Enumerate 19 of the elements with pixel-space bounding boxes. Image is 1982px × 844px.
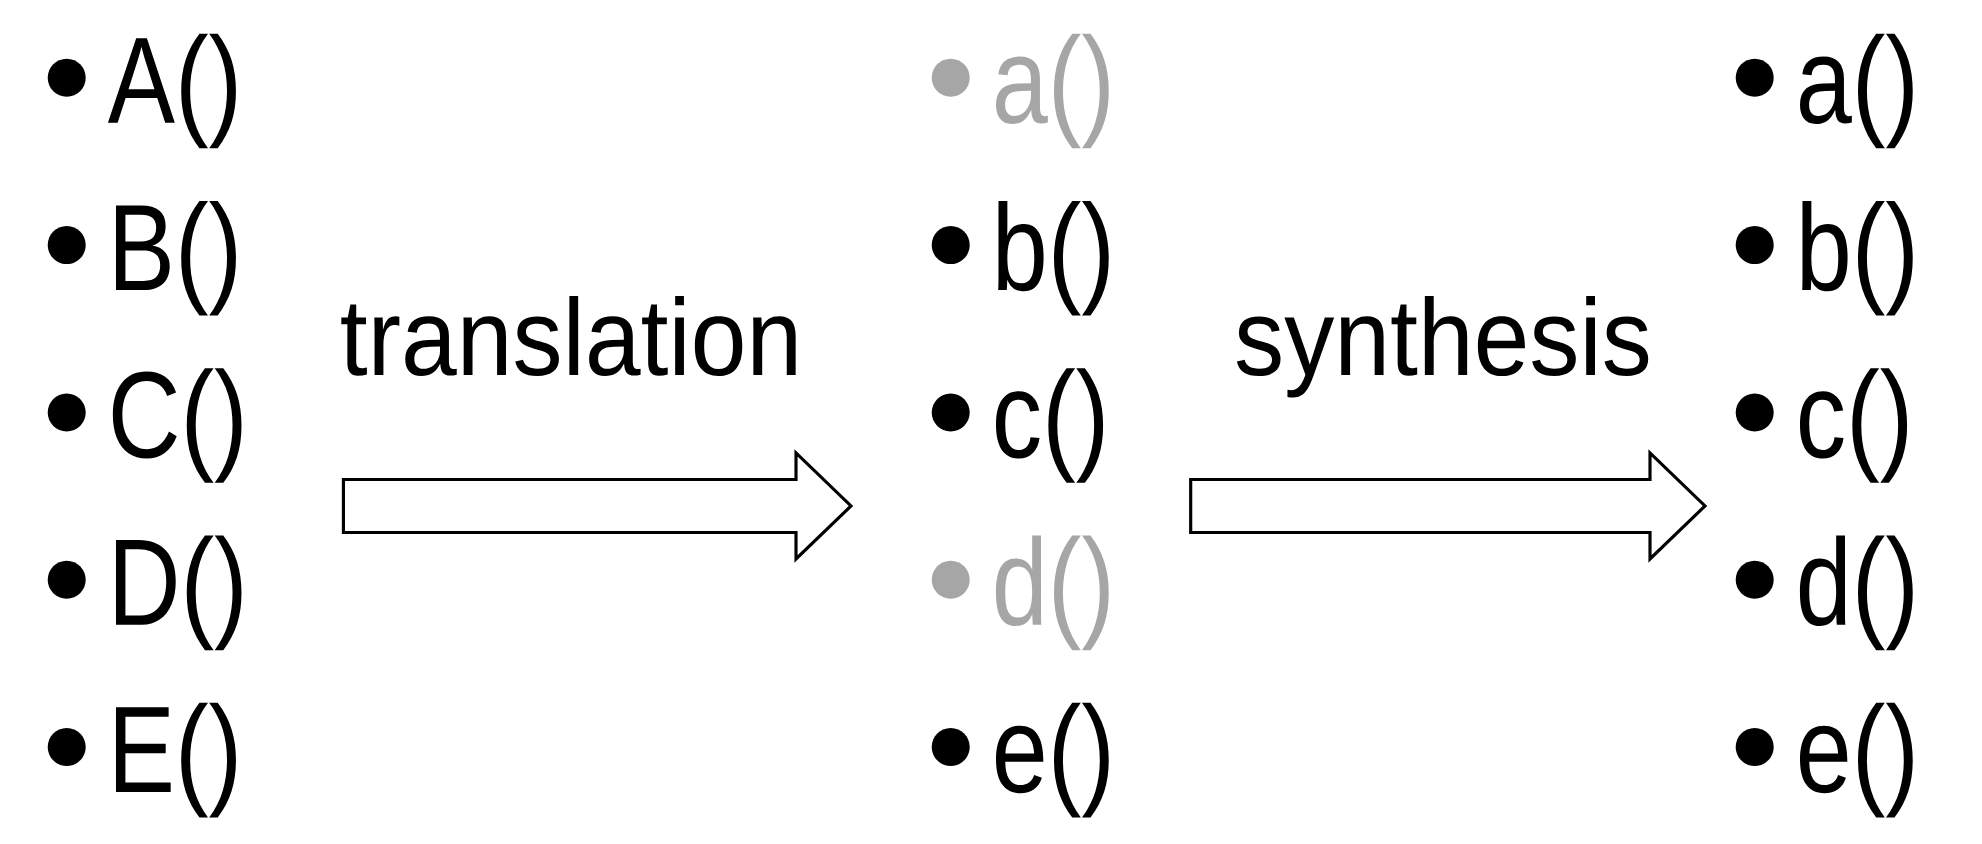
list-item: d() bbox=[1735, 535, 1913, 651]
list-item: b() bbox=[931, 201, 1109, 316]
edge-label: synthesis bbox=[1236, 296, 1649, 398]
list-item: b() bbox=[1735, 201, 1913, 316]
list-item: e() bbox=[931, 702, 1109, 818]
list-item: C() bbox=[47, 368, 242, 483]
list-item: D() bbox=[47, 535, 242, 651]
edge-label: translation bbox=[341, 296, 796, 377]
list-item: e() bbox=[1735, 702, 1913, 818]
list-item: c() bbox=[1735, 368, 1908, 483]
list-item: B() bbox=[47, 201, 236, 316]
list-item: A() bbox=[47, 33, 236, 149]
block-arrow bbox=[1189, 449, 1708, 563]
list-item: d() bbox=[931, 535, 1109, 651]
block-arrow bbox=[341, 449, 854, 563]
list-item: a() bbox=[1735, 33, 1913, 149]
list-item: E() bbox=[47, 702, 236, 818]
list-item: a() bbox=[931, 33, 1109, 149]
list-item: c() bbox=[931, 368, 1104, 483]
